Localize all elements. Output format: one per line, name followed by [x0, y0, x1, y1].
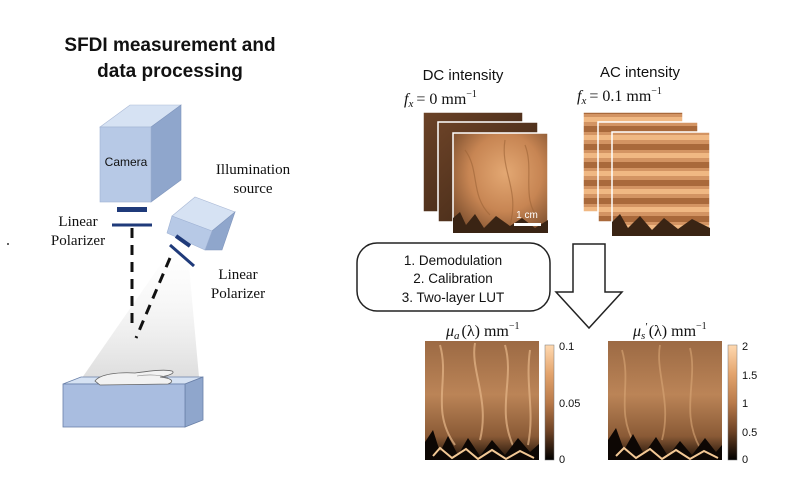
step-calibration: 2. Calibration	[413, 271, 493, 286]
illumination-label-line2: source	[233, 181, 272, 197]
mus-tick-2: 2	[742, 341, 748, 353]
setup-schematic: Camera	[62, 104, 236, 428]
camera-lens	[117, 207, 147, 212]
figure-title-line1: SFDI measurement and	[64, 35, 275, 56]
mua-tick-top: 0.1	[559, 341, 574, 353]
processing-steps-box	[356, 242, 551, 312]
ac-image-stack	[582, 111, 711, 237]
left-polarizer-label-line2: Polarizer	[51, 233, 105, 249]
left-polarizer-label-line1: Linear	[58, 214, 97, 230]
stray-dot	[7, 243, 9, 245]
mus-tick-1: 1	[742, 398, 748, 410]
source-lens	[174, 234, 192, 248]
mus-tick-0-5: 0.5	[742, 427, 757, 439]
illumination-label-line1: Illumination	[216, 162, 291, 178]
ac-frequency: fx= 0.1 mm−1	[577, 86, 662, 107]
right-polarizer	[169, 243, 195, 268]
right-polarizer-label-line1: Linear	[218, 267, 257, 283]
mus-label: μs′(λ) mm−1	[632, 321, 707, 342]
camera-label: Camera	[105, 155, 148, 169]
illumination-optical-axis	[134, 257, 172, 339]
mua-label: μa(λ) mm−1	[445, 321, 519, 342]
step-two-layer-lut: 3. Two-layer LUT	[402, 290, 505, 305]
dc-scalebar	[514, 223, 541, 226]
mua-colorbar	[544, 344, 555, 461]
illumination-beam	[75, 248, 200, 388]
mua-map	[425, 341, 539, 461]
right-polarizer-label-line2: Polarizer	[211, 286, 265, 302]
mus-tick-0: 0	[742, 454, 748, 466]
mua-tick-mid: 0.05	[559, 398, 580, 410]
mus-map	[608, 341, 722, 461]
processing-arrow	[554, 243, 624, 330]
dc-title: DC intensity	[423, 67, 504, 84]
mus-colorbar	[727, 344, 738, 461]
ac-title: AC intensity	[600, 64, 681, 81]
illumination-source-box	[166, 196, 236, 251]
figure-title-line2: data processing	[97, 61, 243, 82]
mua-tick-bottom: 0	[559, 454, 565, 466]
dc-scalebar-label: 1 cm	[516, 210, 538, 221]
mus-tick-1-5: 1.5	[742, 370, 757, 382]
step-demodulation: 1. Demodulation	[404, 253, 502, 268]
dc-frequency: fx= 0 mm−1	[404, 89, 477, 110]
hand-sample	[94, 369, 174, 386]
dc-image-stack	[422, 111, 549, 234]
camera-box	[99, 104, 182, 203]
